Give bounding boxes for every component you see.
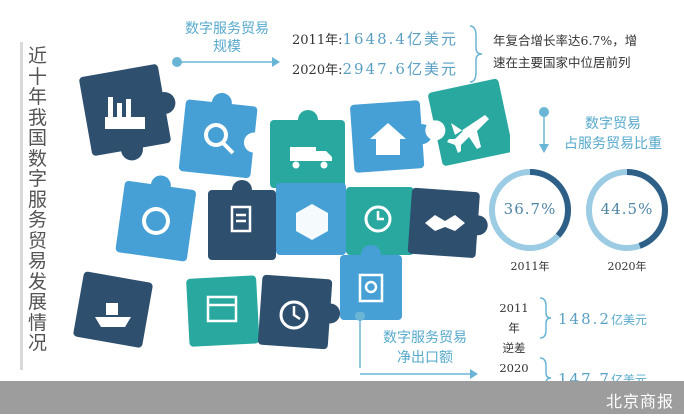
scale-label-line1: 数字服务贸易 (185, 21, 269, 37)
document-icon (230, 205, 252, 233)
truck-icon (290, 147, 332, 169)
puzzle-piece-calendar (186, 275, 260, 347)
growth-note-line2: 速在主要国家中位居前列 (493, 55, 631, 70)
net-unit-2011: 亿美元 (610, 313, 647, 327)
stopwatch-icon (279, 300, 309, 330)
title-bar-divider (20, 42, 23, 370)
puzzle-piece-building (340, 245, 402, 320)
net-row-2011-label: 2011年 逆差 (494, 298, 534, 358)
page-title: 近十年我国数字服务贸易发展情况 (28, 45, 48, 354)
puzzle-piece-search (178, 92, 264, 178)
building-icon (358, 273, 384, 303)
net-export-connector (355, 312, 365, 368)
net-year-2011: 2011年 (499, 301, 529, 335)
scale-row-2011: 2011年:1648.4亿美元 (292, 28, 458, 49)
share-label: 数字贸易 占服务贸易比重 (548, 114, 678, 154)
factory-icon (105, 97, 145, 129)
globe-icon (142, 207, 170, 235)
net-export-arrow (360, 369, 478, 379)
house-icon (370, 123, 406, 155)
ring-2011-fill (489, 169, 571, 251)
share-label-line2: 占服务贸易比重 (564, 136, 662, 152)
ring-2020-year: 2020年 (607, 260, 647, 273)
scale-year-2020: 2020年: (292, 63, 343, 78)
ring-2020-fill (586, 169, 668, 251)
footer-bar (0, 381, 684, 414)
net-type-2011: 逆差 (502, 341, 526, 355)
scale-brace (469, 25, 483, 83)
net-export-label: 数字服务贸易 净出口额 (370, 328, 480, 368)
scale-value-2011: 1648.4亿美元 (342, 30, 458, 48)
growth-note-line1: 年复合增长率达6.7%，增 (493, 33, 638, 48)
ship-icon (95, 303, 131, 327)
net-value-2011-row: 148.2亿美元 (558, 309, 647, 328)
scale-row-2020: 2020年:2947.6亿美元 (292, 58, 458, 79)
net-export-label-line2: 净出口额 (397, 350, 453, 366)
scale-label-line2: 规模 (213, 39, 241, 55)
ring-2020 (586, 169, 668, 251)
box-icon (296, 204, 328, 240)
ring-2020-value: 44.5% (600, 200, 654, 218)
scale-value-2020: 2947.6亿美元 (342, 60, 458, 78)
scale-year-2011: 2011年: (292, 33, 343, 48)
net-brace-2011 (539, 297, 552, 339)
ring-2011 (489, 169, 571, 251)
share-connector (539, 107, 549, 153)
brand-logo: 北京商报 (605, 392, 674, 411)
scale-label: 数字服务贸易 规模 (172, 20, 282, 56)
clock-icon (364, 205, 392, 233)
share-rings (489, 169, 668, 251)
ring-2011-year: 2011年 (510, 260, 550, 273)
search-icon (204, 123, 235, 155)
scale-connector (172, 57, 280, 67)
puzzle-piece-factory (79, 64, 176, 161)
share-label-line1: 数字贸易 (585, 116, 641, 132)
airplane-icon (447, 115, 489, 153)
calendar-icon (206, 295, 238, 323)
puzzle-piece-document (208, 180, 276, 260)
ring-2011-value: 36.7% (503, 200, 557, 218)
net-export-label-line1: 数字服务贸易 (383, 330, 467, 346)
puzzle-piece-airplane (425, 78, 510, 166)
handshake-icon (425, 215, 465, 231)
net-value-2011: 148.2 (558, 310, 611, 328)
growth-note: 年复合增长率达6.7%，增 速在主要国家中位居前列 (493, 30, 637, 74)
puzzle-illustration (73, 64, 510, 350)
